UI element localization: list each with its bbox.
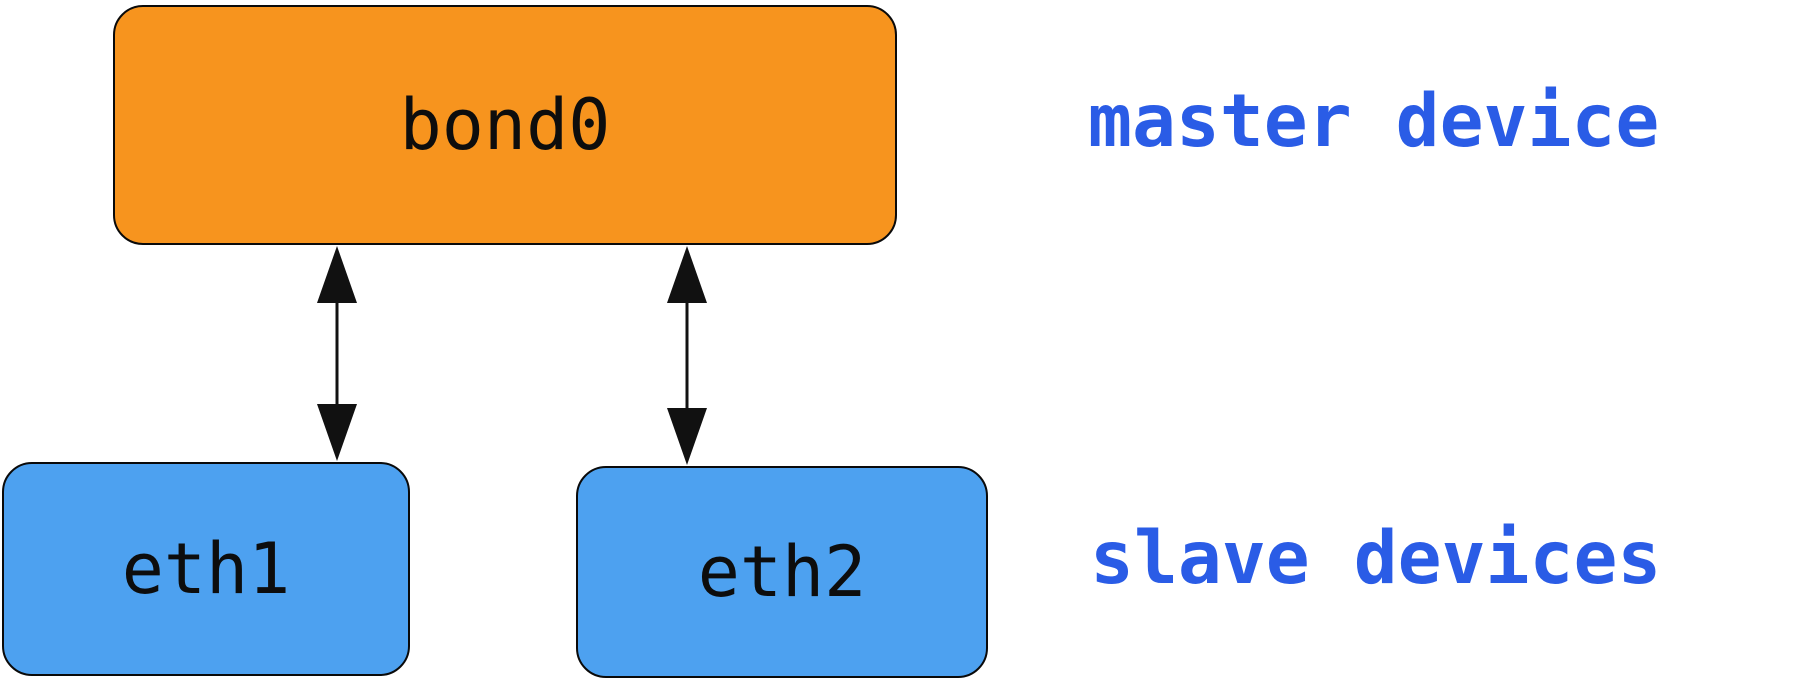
node-eth1: eth1: [2, 462, 410, 676]
node-bond0: bond0: [113, 5, 897, 245]
node-bond0-label: bond0: [399, 84, 611, 166]
annotation-slave-devices: slave devices: [1090, 516, 1662, 601]
arrowhead-up-icon: [317, 246, 357, 303]
edge-bond0-eth1: [317, 246, 357, 461]
node-eth2: eth2: [576, 466, 988, 678]
arrowhead-down-icon: [317, 404, 357, 461]
annotation-master-device: master device: [1088, 79, 1660, 164]
arrowhead-down-icon: [667, 408, 707, 465]
node-eth1-label: eth1: [121, 528, 291, 610]
edge-bond0-eth2: [667, 246, 707, 465]
arrowhead-up-icon: [667, 246, 707, 303]
node-eth2-label: eth2: [697, 531, 867, 613]
